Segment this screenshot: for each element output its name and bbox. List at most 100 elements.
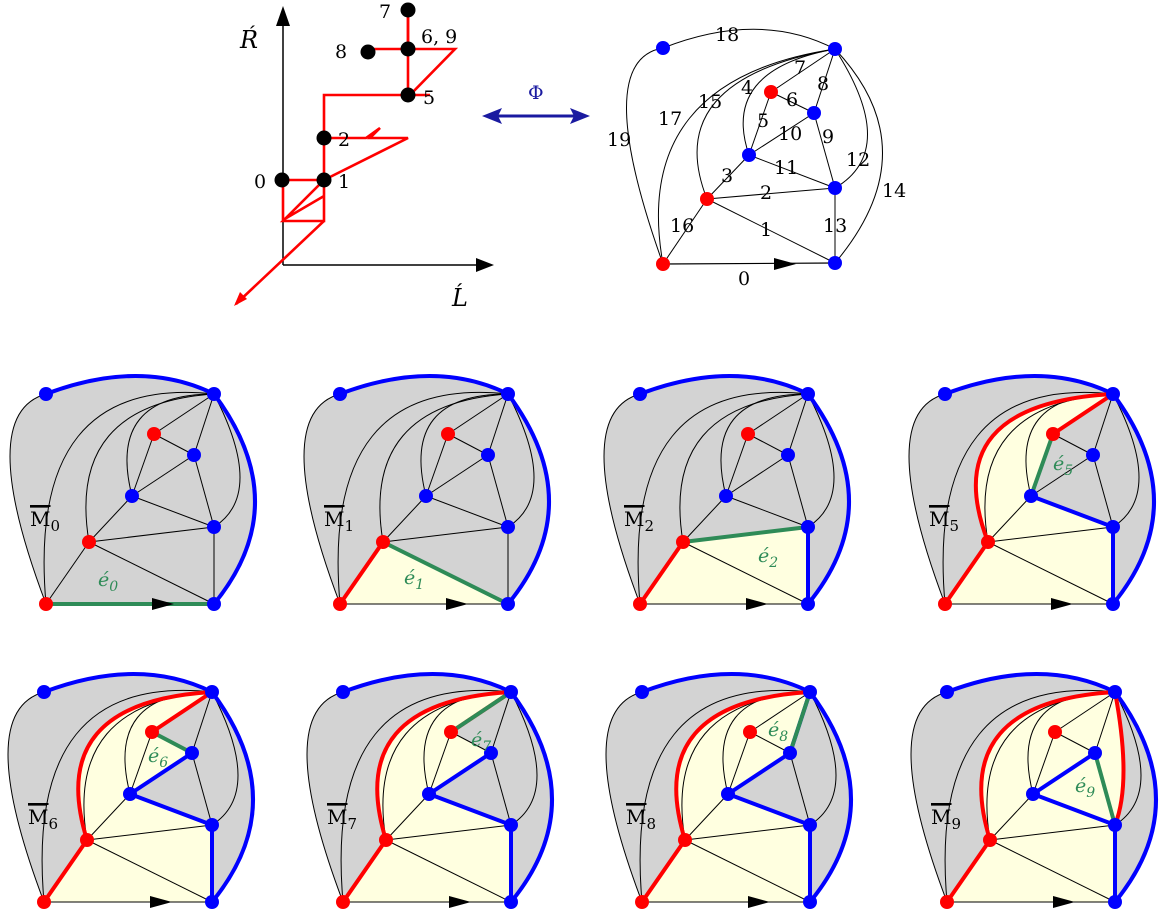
current-edge-letter: é (1075, 775, 1086, 797)
map-edge (727, 731, 751, 795)
map-vertex-blue (484, 746, 498, 760)
map-vertex-blue (39, 387, 53, 401)
map-vertex-red (80, 833, 94, 847)
walk-point-label: 5 (423, 87, 435, 109)
panel-title-letter: M (624, 507, 644, 531)
map-vertex-blue (807, 106, 821, 120)
current-edge-label: é6 (148, 745, 168, 771)
map-vertex-blue (633, 387, 647, 401)
map-vertex-red (441, 427, 455, 441)
root-edge-arrow (1051, 598, 1073, 610)
map-edge (86, 793, 131, 841)
map-vertex-blue (940, 685, 954, 699)
map-edge (193, 454, 215, 528)
map-edge (989, 824, 1116, 841)
map-vertex-red (82, 535, 96, 549)
current-edge-letter: é (471, 729, 482, 751)
map-edge (191, 691, 213, 754)
edge-label: 16 (670, 215, 694, 237)
panel-title-index: 5 (949, 517, 959, 535)
walk-point-label: 2 (338, 129, 350, 151)
map-vertex-blue (501, 520, 515, 534)
panel-title-letter: M (327, 805, 347, 829)
map-edge (1054, 691, 1116, 733)
edge-label: 13 (823, 215, 847, 237)
map-vertex-blue (1026, 787, 1040, 801)
current-edge (788, 691, 812, 754)
blue-boundary-top (946, 672, 1116, 694)
map-edge (770, 48, 836, 93)
map-edge (213, 393, 241, 528)
panel-title-index: 9 (951, 815, 961, 833)
map-vertex-blue (1086, 448, 1100, 462)
blue-boundary-right (1113, 690, 1158, 904)
blue-boundary-right (212, 392, 257, 606)
panel-title: M5 (929, 507, 959, 535)
bijection-left-head (482, 108, 502, 124)
map-edge (385, 793, 430, 841)
map-edge (908, 393, 946, 605)
map-vertex-red (336, 895, 350, 909)
current-edge-label: é1 (404, 567, 424, 593)
map-edge (682, 541, 809, 605)
map-vertex-blue (207, 387, 221, 401)
walk-points (274, 2, 416, 188)
panel-title-index: 1 (344, 517, 354, 535)
panel-title-index: 8 (646, 815, 656, 833)
map-vertex-blue (1106, 520, 1120, 534)
map-vertex-blue (1106, 597, 1120, 611)
map-vertex-blue (781, 448, 795, 462)
map-edge (131, 433, 155, 497)
map-vertex-blue (801, 520, 815, 534)
map-edge (385, 824, 512, 841)
map-edge (9, 393, 47, 605)
current-edge-index: 2 (768, 555, 778, 571)
map-edge (447, 393, 509, 435)
map-edge (944, 690, 1116, 903)
map-vertex-red (635, 895, 649, 909)
root-edge-arrow (746, 598, 768, 610)
blue-boundary-right (210, 690, 255, 904)
walk-point (360, 44, 376, 60)
map-edge (490, 752, 512, 826)
current-edge-index: 8 (779, 729, 788, 745)
map-edge (662, 198, 708, 265)
edge-label: 3 (721, 165, 733, 187)
map-edge (748, 91, 772, 156)
blue-boundary-right (808, 690, 853, 904)
blue-boundary-top (339, 374, 509, 396)
blue-boundary-right (509, 690, 554, 904)
walk-point (400, 41, 416, 57)
panel-title-index: 7 (347, 815, 357, 833)
panel-title: M7 (327, 805, 357, 833)
current-edge-label: é7 (471, 729, 491, 755)
walk-point (274, 172, 290, 188)
map-vertex-red (39, 597, 53, 611)
current-edge-index: 5 (1064, 463, 1073, 479)
map-edge (603, 393, 641, 605)
current-edge (151, 730, 193, 755)
current-edge-letter: é (404, 567, 415, 589)
map-edge (725, 454, 789, 497)
edge-label: 15 (698, 91, 722, 113)
walk-point (316, 130, 332, 146)
y-axis-label: Ŕ (239, 25, 258, 54)
map-edge (7, 691, 45, 903)
current-edge-index: 0 (109, 579, 118, 595)
map-edge (86, 824, 213, 841)
map-vertex-red (1048, 725, 1062, 739)
blue-frontier (427, 751, 513, 902)
panel-title-letter: M (929, 507, 949, 531)
map-vertex-red (764, 85, 778, 99)
root-edge-arrow (1053, 896, 1075, 908)
map-edge-labels: 0 1 2 3 4 5 6 7 8 9 10 11 12 13 14 15 16… (607, 24, 906, 290)
map-edge (637, 392, 809, 605)
map-edge (487, 393, 509, 456)
map-edge (696, 48, 836, 200)
map-edge (910, 691, 948, 903)
current-edge (382, 540, 509, 606)
map-vertex-blue (419, 489, 433, 503)
panel-title-index: 0 (50, 517, 60, 535)
map-vertex-blue (742, 148, 756, 162)
